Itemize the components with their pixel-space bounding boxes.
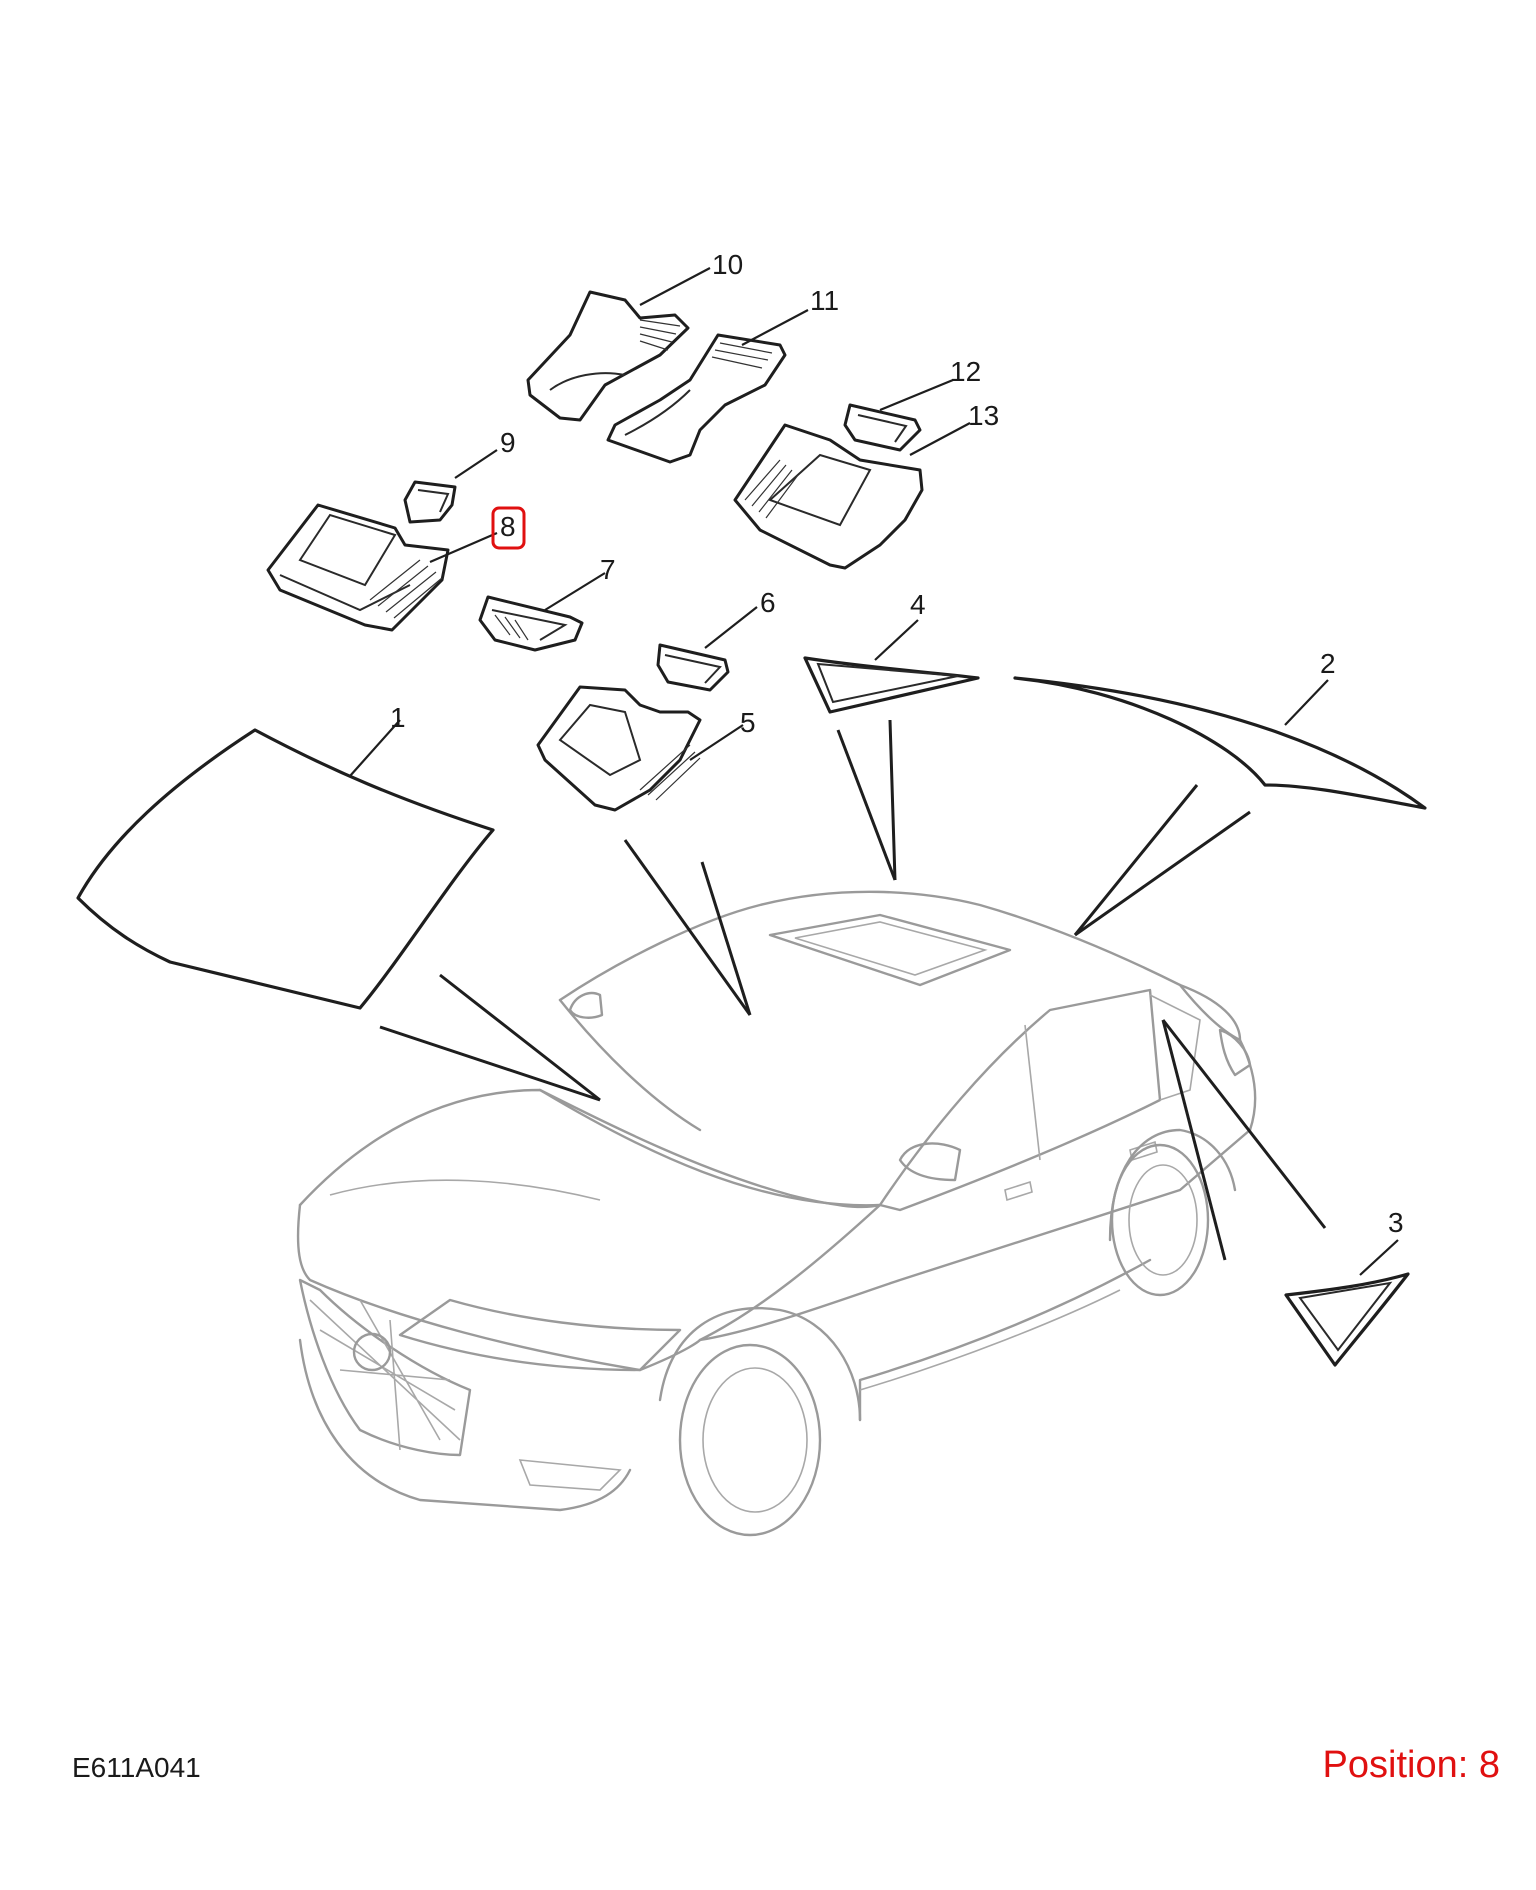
cover-plate [843, 403, 922, 452]
dome-lamp-housing [733, 423, 924, 570]
map-lamp-lens [656, 643, 730, 692]
windshield-glass [76, 728, 495, 1010]
console-bracket [403, 480, 457, 524]
callout-1[interactable]: 1 [390, 702, 406, 733]
callout-labels: 1 2 3 4 5 6 7 8 9 10 11 12 13 [390, 249, 1404, 1238]
callout-7[interactable]: 7 [600, 554, 616, 585]
upper-console-plate [606, 333, 787, 464]
callout-12[interactable]: 12 [950, 356, 981, 387]
rear-window-glass [1013, 676, 1427, 810]
upper-console-cover [526, 290, 690, 422]
selected-callout-highlight [491, 506, 526, 550]
callout-10[interactable]: 10 [712, 249, 743, 280]
callout-4[interactable]: 4 [910, 589, 926, 620]
callout-5[interactable]: 5 [740, 707, 756, 738]
rear-quarter-glass [1284, 1272, 1410, 1367]
leader-lines [349, 267, 1399, 1276]
position-indicator: Position: 8 [1322, 1744, 1500, 1786]
callout-8[interactable]: 8 [500, 511, 516, 542]
front-console-housing [536, 685, 702, 812]
callout-11[interactable]: 11 [810, 285, 839, 316]
diagram-code: E611A041 [72, 1752, 201, 1783]
overhead-console-frame [266, 503, 450, 632]
lamp-lens [478, 595, 584, 652]
callout-2[interactable]: 2 [1320, 648, 1336, 679]
callout-13[interactable]: 13 [968, 400, 999, 431]
vehicle-outline [296, 890, 1257, 1537]
callout-9[interactable]: 9 [500, 427, 516, 458]
callout-3[interactable]: 3 [1388, 1207, 1404, 1238]
front-quarter-glass [803, 656, 980, 714]
callout-6[interactable]: 6 [760, 587, 776, 618]
